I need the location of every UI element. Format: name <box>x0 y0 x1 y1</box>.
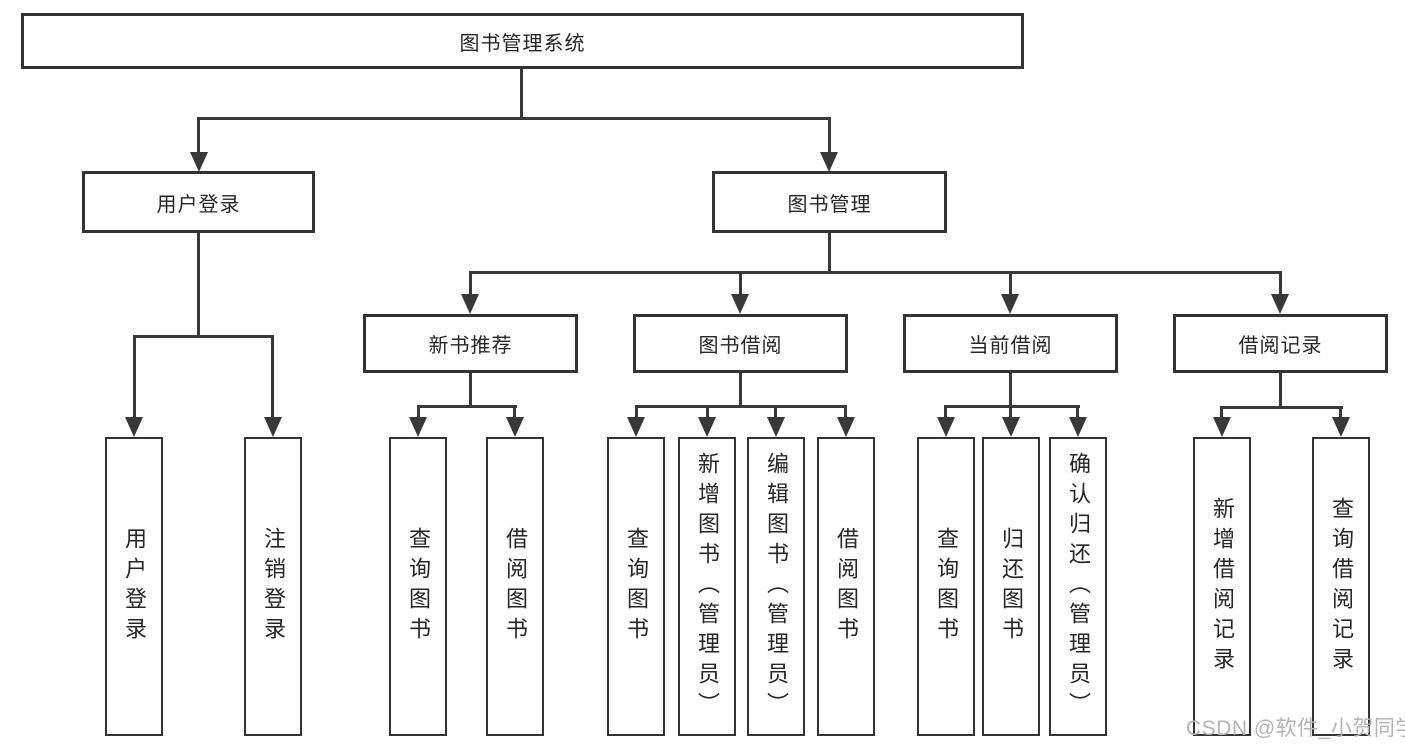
node-borrow-record-label: 借阅记录 <box>1238 335 1323 357</box>
node-book-borrow-label: 图书借阅 <box>698 335 783 357</box>
connector-line <box>1339 406 1342 419</box>
arrow-down-icon <box>125 417 143 437</box>
arrow-down-icon <box>1332 417 1350 437</box>
node-user-login: 用户登录 <box>82 171 315 233</box>
connector-line <box>944 405 947 419</box>
leaf-bb-edit-book-admin: 编辑图书（管理员） <box>747 437 805 736</box>
node-root-label: 图书管理系统 <box>459 32 586 55</box>
connector-line <box>417 405 517 408</box>
connector-line <box>197 117 200 155</box>
leaf-cb-return-book-label: 归还图书 <box>999 526 1024 647</box>
connector-line <box>739 271 742 296</box>
connector-line <box>739 373 742 407</box>
arrow-down-icon <box>1001 294 1019 314</box>
leaf-logout-label: 注销登录 <box>261 526 286 647</box>
connector-line <box>197 117 831 120</box>
connector-line <box>133 335 274 338</box>
arrow-down-icon <box>820 152 838 172</box>
arrow-down-icon <box>1271 294 1289 314</box>
node-book-management: 图书管理 <box>712 171 947 233</box>
node-root: 图书管理系统 <box>21 13 1024 69</box>
node-user-login-label: 用户登录 <box>156 193 241 216</box>
leaf-bb-add-book-admin: 新增图书（管理员） <box>678 437 736 736</box>
arrow-down-icon <box>837 417 855 437</box>
connector-line <box>1009 271 1012 296</box>
node-current-borrow: 当前借阅 <box>903 314 1118 373</box>
leaf-br-query-record: 查询借阅记录 <box>1312 437 1370 736</box>
connector-line <box>1220 406 1343 409</box>
leaf-br-add-record-label: 新增借阅记录 <box>1210 496 1235 677</box>
arrow-down-icon <box>461 294 479 314</box>
connector-line <box>271 335 274 420</box>
node-book-borrow: 图书借阅 <box>633 314 848 373</box>
leaf-user-login-label: 用户登录 <box>122 526 147 647</box>
arrow-down-icon <box>1213 417 1231 437</box>
arrow-down-icon <box>506 417 524 437</box>
leaf-cb-query-book: 查询图书 <box>917 437 975 736</box>
connector-line <box>1076 405 1079 419</box>
leaf-nb-query-book-label: 查询图书 <box>406 526 431 647</box>
connector-line <box>1220 406 1223 419</box>
leaf-user-login: 用户登录 <box>105 437 163 736</box>
leaf-cb-confirm-return-admin-label: 确认归还（管理员） <box>1066 451 1091 722</box>
connector-line <box>469 373 472 407</box>
connector-line <box>635 405 847 408</box>
connector-line <box>1279 271 1282 296</box>
arrow-down-icon <box>1069 417 1087 437</box>
leaf-nb-borrow-book-label: 借阅图书 <box>503 526 528 647</box>
leaf-logout: 注销登录 <box>244 437 302 736</box>
arrow-down-icon <box>264 417 282 437</box>
connector-line <box>706 405 709 419</box>
connector-line <box>774 405 777 419</box>
connector-line <box>417 405 420 419</box>
arrow-down-icon <box>731 294 749 314</box>
arrow-down-icon <box>190 152 208 172</box>
leaf-nb-query-book: 查询图书 <box>389 437 447 736</box>
connector-line <box>197 233 200 337</box>
connector-line <box>944 405 1080 408</box>
arrow-down-icon <box>937 417 955 437</box>
arrow-down-icon <box>1002 417 1020 437</box>
leaf-bb-borrow-book-label: 借阅图书 <box>834 526 859 647</box>
node-new-book-recommend-label: 新书推荐 <box>428 335 513 357</box>
connector-line <box>133 335 136 420</box>
watermark: CSDN @软件_小贺同学 <box>1186 717 1405 740</box>
leaf-bb-edit-book-admin-label: 编辑图书（管理员） <box>764 451 789 722</box>
leaf-br-query-record-label: 查询借阅记录 <box>1329 496 1354 677</box>
connector-line <box>635 405 638 419</box>
node-book-management-label: 图书管理 <box>787 193 872 216</box>
connector-line <box>469 271 1282 274</box>
arrow-down-icon <box>627 417 645 437</box>
node-borrow-record: 借阅记录 <box>1173 314 1388 373</box>
arrow-down-icon <box>409 417 427 437</box>
connector-line <box>1009 405 1012 419</box>
leaf-bb-borrow-book: 借阅图书 <box>817 437 875 736</box>
connector-line <box>1279 373 1282 409</box>
leaf-nb-borrow-book: 借阅图书 <box>486 437 544 736</box>
leaf-cb-return-book: 归还图书 <box>982 437 1040 736</box>
leaf-bb-query-book: 查询图书 <box>607 437 665 736</box>
leaf-bb-add-book-admin-label: 新增图书（管理员） <box>695 451 720 722</box>
leaf-br-add-record: 新增借阅记录 <box>1193 437 1251 736</box>
leaf-cb-confirm-return-admin: 确认归还（管理员） <box>1049 437 1107 736</box>
leaf-cb-query-book-label: 查询图书 <box>934 526 959 647</box>
connector-line <box>844 405 847 419</box>
connector-line <box>469 271 472 296</box>
leaf-bb-query-book-label: 查询图书 <box>624 526 649 647</box>
node-new-book-recommend: 新书推荐 <box>363 314 578 373</box>
connector-line <box>513 405 516 419</box>
connector-line <box>520 68 523 119</box>
connector-line <box>1009 373 1012 407</box>
arrow-down-icon <box>698 417 716 437</box>
arrow-down-icon <box>767 417 785 437</box>
connector-line <box>828 117 831 155</box>
connector-line <box>828 233 831 274</box>
node-current-borrow-label: 当前借阅 <box>968 335 1053 357</box>
